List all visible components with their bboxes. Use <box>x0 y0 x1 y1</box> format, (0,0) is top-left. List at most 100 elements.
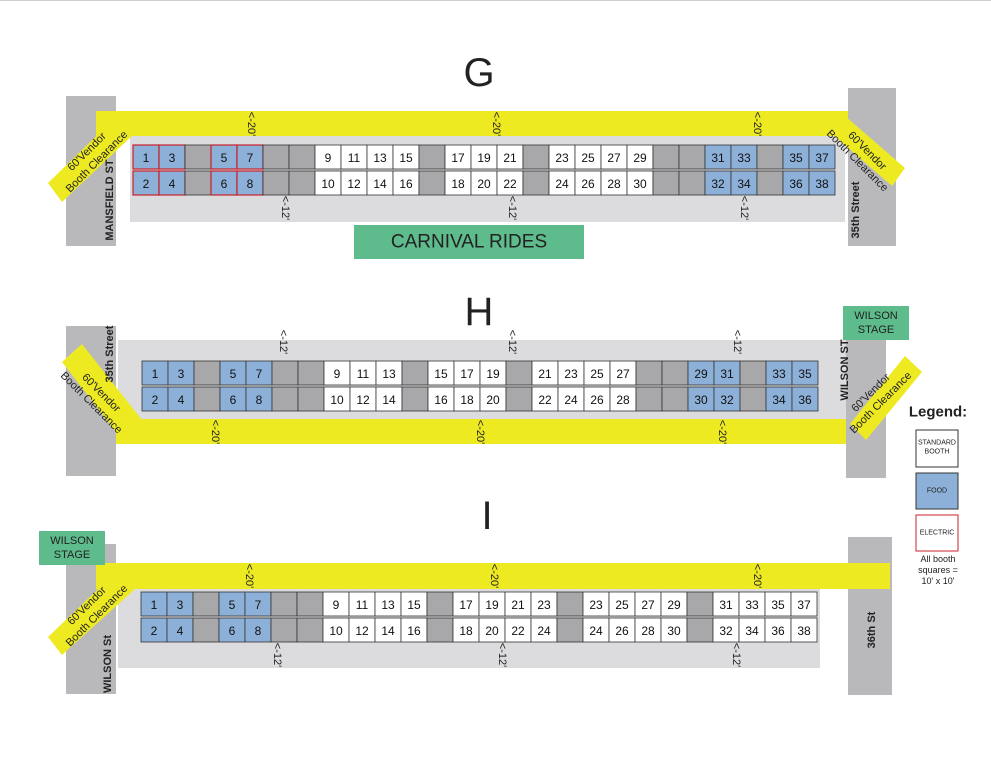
booth-number: 24 <box>555 177 569 191</box>
empty-booth <box>652 170 680 196</box>
empty-booth <box>288 170 316 196</box>
booth-number: 3 <box>178 367 185 381</box>
empty-booth <box>739 386 767 412</box>
empty-booth <box>505 386 533 412</box>
clearance-lane-left <box>48 115 134 202</box>
booth-number: 15 <box>399 151 413 165</box>
booth <box>392 170 420 196</box>
booth <box>140 617 168 643</box>
booth-number: 25 <box>615 598 629 612</box>
booth-number: 28 <box>607 177 621 191</box>
booth-number: 31 <box>719 598 733 612</box>
empty-booth <box>426 617 454 643</box>
booth <box>548 170 576 196</box>
empty-booth <box>418 170 446 196</box>
fire-lane <box>96 111 848 136</box>
booth-number: 27 <box>607 151 621 165</box>
booth-number: 25 <box>590 367 604 381</box>
booth <box>791 360 819 386</box>
booth-number: 33 <box>772 367 786 381</box>
booth-number: 23 <box>555 151 569 165</box>
clearance-lane-left <box>62 344 142 440</box>
empty-booth <box>678 170 706 196</box>
booth <box>322 617 350 643</box>
section-letter: G <box>463 51 494 95</box>
empty-booth <box>262 144 290 170</box>
street-width-mark: <-12' <box>730 643 742 667</box>
booth-number: 3 <box>177 598 184 612</box>
booth-number: 8 <box>255 624 262 638</box>
booth-number: 15 <box>434 367 448 381</box>
booth-number: 6 <box>229 624 236 638</box>
booth <box>158 144 186 170</box>
booth <box>132 170 160 196</box>
booth-number: 9 <box>325 151 332 165</box>
booth-number: 24 <box>537 624 551 638</box>
booth <box>660 617 688 643</box>
booth-number: 32 <box>711 177 725 191</box>
booth <box>479 360 507 386</box>
booth-number: 26 <box>581 177 595 191</box>
booth <box>582 617 610 643</box>
booth <box>782 144 810 170</box>
booth-number: 16 <box>434 393 448 407</box>
booth-number: 8 <box>256 393 263 407</box>
booth <box>348 617 376 643</box>
legend-food-label: FOOD <box>927 488 947 495</box>
empty-booth <box>184 144 212 170</box>
fire-lane <box>116 419 846 444</box>
booth <box>427 386 455 412</box>
lane-width-mark: <-20' <box>245 112 257 136</box>
booth-number: 17 <box>451 151 465 165</box>
lane-width-mark: <-20' <box>474 420 486 444</box>
empty-booth <box>297 386 325 412</box>
booth-number: 35 <box>771 598 785 612</box>
booth-number: 31 <box>720 367 734 381</box>
booth <box>582 591 610 617</box>
booth-number: 27 <box>641 598 655 612</box>
booth-number: 17 <box>459 598 473 612</box>
booth-number: 18 <box>451 177 465 191</box>
legend-electric-swatch <box>915 514 959 552</box>
booth-number: 24 <box>589 624 603 638</box>
booth <box>245 386 273 412</box>
booth-number: 7 <box>247 151 254 165</box>
booth-number: 6 <box>230 393 237 407</box>
booth-number: 2 <box>152 393 159 407</box>
booth <box>730 170 758 196</box>
empty-booth <box>192 591 220 617</box>
booth <box>608 617 636 643</box>
booth-number: 21 <box>511 598 525 612</box>
booth <box>314 170 342 196</box>
empty-booth <box>661 386 689 412</box>
wilson-stage-line-1: WILSON <box>854 310 897 322</box>
booth <box>444 170 472 196</box>
booth <box>557 386 585 412</box>
empty-booth <box>288 144 316 170</box>
booth <box>340 170 368 196</box>
street-width-mark: <-12' <box>738 196 750 220</box>
street-width-mark: <-12' <box>496 643 508 667</box>
carnival-rides-sign <box>354 225 584 259</box>
booth <box>764 617 792 643</box>
booth-number: 5 <box>230 367 237 381</box>
empty-booth <box>262 170 290 196</box>
booth-number: 11 <box>357 367 370 381</box>
booth-number: 28 <box>641 624 655 638</box>
booth <box>600 170 628 196</box>
booth <box>244 591 272 617</box>
booth <box>531 386 559 412</box>
booth-number: 22 <box>503 177 517 191</box>
booth <box>375 386 403 412</box>
empty-booth <box>556 591 584 617</box>
legend-note-line: 10' x 10' <box>922 576 955 586</box>
wilson-stage-line-2: STAGE <box>54 549 90 561</box>
booth-number: 22 <box>511 624 525 638</box>
booth-number: 36 <box>771 624 785 638</box>
booth <box>808 144 836 170</box>
booth <box>634 591 662 617</box>
booth-number: 16 <box>399 177 413 191</box>
booth <box>574 144 602 170</box>
booth <box>244 617 272 643</box>
booth-number: 10 <box>321 177 335 191</box>
